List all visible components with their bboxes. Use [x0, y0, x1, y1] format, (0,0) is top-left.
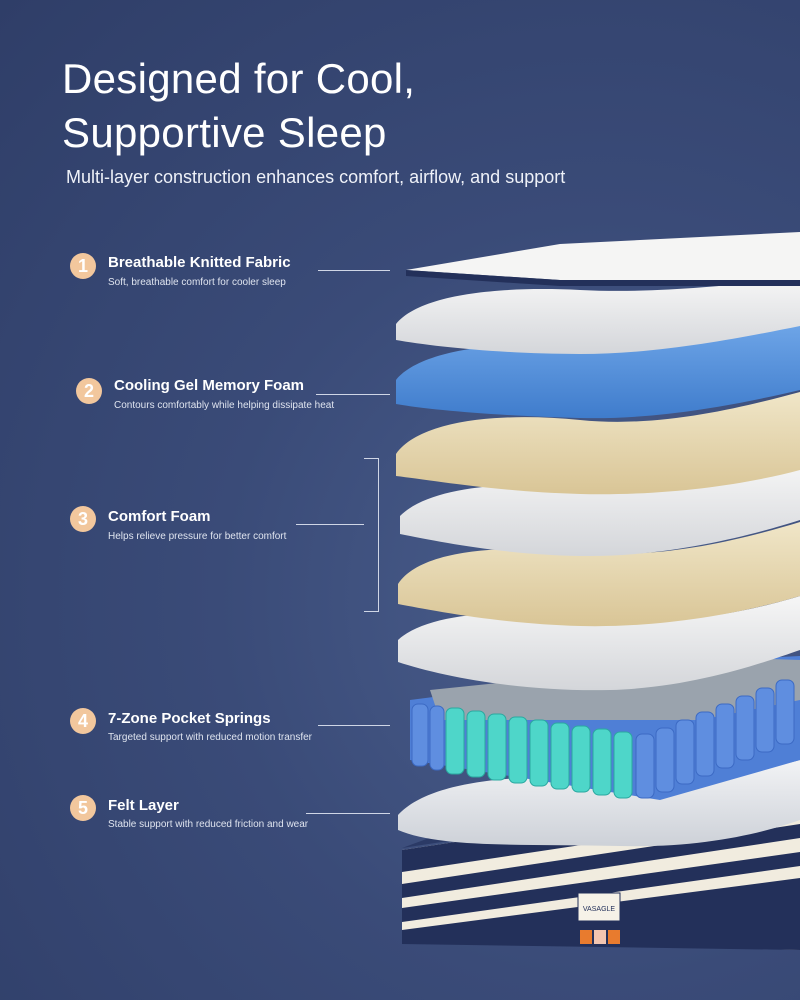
leader-line-5: [306, 813, 390, 814]
feature-2-desc: Contours comfortably while helping dissi…: [114, 400, 335, 411]
feature-2-badge: 2: [76, 378, 102, 404]
feature-1-name: Breathable Knitted Fabric: [108, 254, 291, 271]
feature-1-desc: Soft, breathable comfort for cooler slee…: [108, 277, 286, 288]
comfort-foam-upper-shape: [396, 392, 800, 495]
leader-line-3: [296, 524, 364, 525]
feature-4-name: 7-Zone Pocket Springs: [108, 710, 271, 727]
feature-2-name: Cooling Gel Memory Foam: [114, 377, 305, 394]
page-subtitle: Multi-layer construction enhances comfor…: [66, 167, 566, 187]
feature-5-desc: Stable support with reduced friction and…: [108, 819, 309, 830]
leader-line-4: [318, 725, 390, 726]
feature-4-badge: 4: [70, 708, 96, 734]
title-line-2: Supportive Sleep: [62, 109, 387, 156]
page-title: Designed for Cool, Supportive Sleep: [62, 52, 622, 160]
feature-3-desc: Helps relieve pressure for better comfor…: [108, 531, 287, 542]
feature-4-desc: Targeted support with reduced motion tra…: [108, 732, 312, 743]
title-line-1: Designed for Cool,: [62, 55, 416, 102]
bracket-comfort-foam: [364, 458, 379, 612]
feature-3-badge: 3: [70, 506, 96, 532]
comfort-foam-lower-shape: [398, 522, 800, 627]
feature-5-name: Felt Layer: [108, 797, 179, 814]
knitted-fabric-shape: [406, 232, 800, 286]
feature-5-badge: 5: [70, 795, 96, 821]
brand-tag: VASAGLE: [583, 906, 615, 913]
leader-line-1: [318, 270, 390, 271]
leader-line-2: [316, 394, 390, 395]
feature-1-badge: 1: [70, 253, 96, 279]
top-foam-shape: [396, 278, 800, 354]
feature-3-name: Comfort Foam: [108, 508, 211, 525]
pocket-springs-shape: [410, 656, 800, 800]
